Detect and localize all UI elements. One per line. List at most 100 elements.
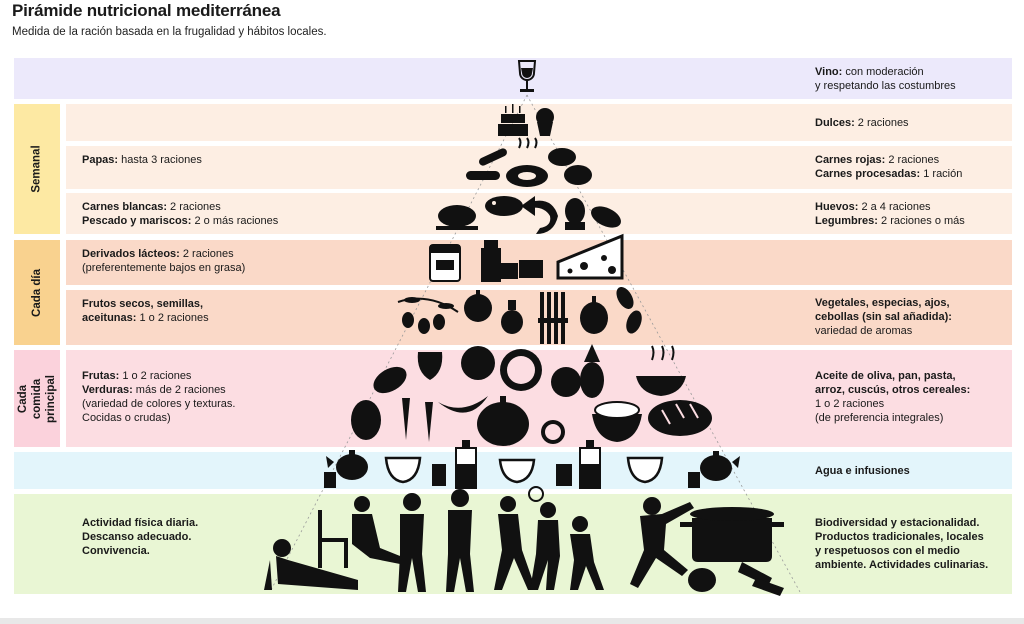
huevos-rest: 2 a 4 raciones [858,201,931,213]
person-running-icon [494,496,536,590]
rice-bowl-icon [592,401,642,442]
biodiversidad-line3: y respetuosos con el medio [815,545,960,557]
cereales-bold1: Aceite de oliva, pan, pasta, [815,370,956,382]
frutas-rest: 1 o 2 raciones [119,370,192,382]
frutas-line4: Cocidas o crudas) [82,412,171,424]
vegetales-line3: variedad de aromas [815,325,913,337]
yogurt-jar-icon [429,244,461,282]
carnes-procesadas-bold: Carnes procesadas: [815,168,921,180]
person-squat-icon [352,496,400,564]
legumbres-bold: Legumbres: [815,215,878,227]
label-frutos-secos: Frutos secos, semillas, aceitunas: 1 o 2… [82,297,322,325]
carnes-procesadas-rest: 1 ración [920,168,963,180]
asparagus-icon [538,292,568,344]
bracket-cada-comida: Cada comida principal [14,350,60,447]
teapot-icon-right [700,451,740,481]
frutas-bold: Frutas: [82,370,120,382]
olive-branch-icon [397,297,459,334]
vegetables-icon [688,562,784,596]
garlic-icon [464,290,523,334]
cereales-line4: (de preferencia integrales) [815,412,944,424]
cupcake-icon [536,108,554,136]
potato-icon [548,148,592,185]
label-papas: Papas: hasta 3 raciones [82,153,322,167]
papas-bold: Papas: [82,154,119,166]
label-dulces: Dulces: 2 raciones [815,116,1010,130]
lemon-icon [541,420,565,444]
pescado-bold: Pescado y mariscos: [82,215,192,227]
actividad-line1: Actividad física diaria. [82,517,199,529]
shrimp-icon [530,200,558,234]
pasta-bowl-icon [636,345,686,396]
huevos-bold: Huevos: [815,201,859,213]
carnes-rojas-rest: 2 raciones [885,154,940,166]
label-cereales: Aceite de oliva, pan, pasta, arroz, cusc… [815,369,1010,425]
apple-icon [551,367,581,397]
water-bottle-icon [455,440,601,489]
agua-bold: Agua e infusiones [815,465,910,477]
carnes-blancas-bold: Carnes blancas: [82,201,167,213]
bread-icon [648,400,712,436]
bracket-semanal: Semanal [14,104,60,234]
herb-icon [616,287,642,334]
pescado-rest: 2 o más raciones [191,215,279,227]
vino-rest: con moderación [842,66,924,78]
cereales-line3: 1 o 2 raciones [815,398,885,410]
milk-bottle-icon [481,240,543,282]
vegetales-bold2: cebollas (sin sal añadida): [815,311,952,323]
steak-icon [506,137,548,187]
banana-icon [438,396,488,413]
label-lacteos: Derivados lácteos: 2 raciones (preferent… [82,247,322,275]
papas-rest: hasta 3 raciones [118,154,202,166]
lacteos-rest: 2 raciones [179,248,234,260]
label-vegetales: Vegetales, especias, ajos, cebollas (sin… [815,296,1010,338]
frutos-secos-bold2: aceitunas: [82,312,137,324]
bracket-cada-dia: Cada día [14,240,60,345]
band-vino [14,58,1012,99]
fish-icon [485,196,535,216]
person-tennis-icon [528,486,560,590]
orange-icon [500,349,542,391]
cheese-icon [556,233,624,280]
label-vino: Vino: con moderación y respetando las co… [815,65,1010,93]
pineapple-icon [580,344,604,398]
legumbres-rest: 2 raciones o más [877,215,965,227]
egg-icon [565,198,585,230]
sausage-icon [466,148,507,180]
carnes-rojas-bold: Carnes rojas: [815,154,886,166]
label-agua: Agua e infusiones [815,464,1010,478]
person-standing-icon [398,489,474,592]
band-frutos-secos [66,290,1012,345]
page-subtitle: Medida de la ración basada en la frugali… [12,26,327,38]
tomato-icon [461,346,495,380]
bottom-divider [0,618,1024,624]
cake-icon [498,104,528,136]
chair-icon [318,510,348,568]
verduras-rest: más de 2 raciones [132,384,226,396]
eggplant-icon [351,366,407,440]
vino-line2: y respetando las costumbres [815,80,956,92]
tea-cup-icon [384,456,664,484]
label-actividad: Actividad física diaria. Descanso adecua… [82,516,322,558]
lacteos-bold: Derivados lácteos: [82,248,180,260]
label-huevos: Huevos: 2 a 4 raciones Legumbres: 2 raci… [815,200,1010,228]
frutos-secos-rest: 1 o 2 raciones [136,312,209,324]
label-biodiversidad: Biodiversidad y estacionalidad. Producto… [815,516,1010,572]
band-carnes-blancas [66,193,1012,234]
biodiversidad-line2: Productos tradicionales, locales [815,531,984,543]
vegetales-bold1: Vegetales, especias, ajos, [815,297,950,309]
cooking-pot-icon [680,507,784,562]
bean-icon [591,206,621,228]
biodiversidad-line4: ambiente. Actividades culinarias. [815,559,989,571]
dulces-bold: Dulces: [815,117,855,129]
person-kicking-icon [630,497,694,588]
label-carnes-rojas: Carnes rojas: 2 raciones Carnes procesad… [815,153,1010,181]
teapot-icon [326,450,368,480]
chicken-icon [436,205,478,230]
frutas-line3: (variedad de colores y texturas. [82,398,236,410]
wine-glass-icon [517,60,537,92]
actividad-line3: Convivencia. [82,545,150,557]
pumpkin-icon [477,396,529,446]
strawberry-icon [417,352,443,380]
